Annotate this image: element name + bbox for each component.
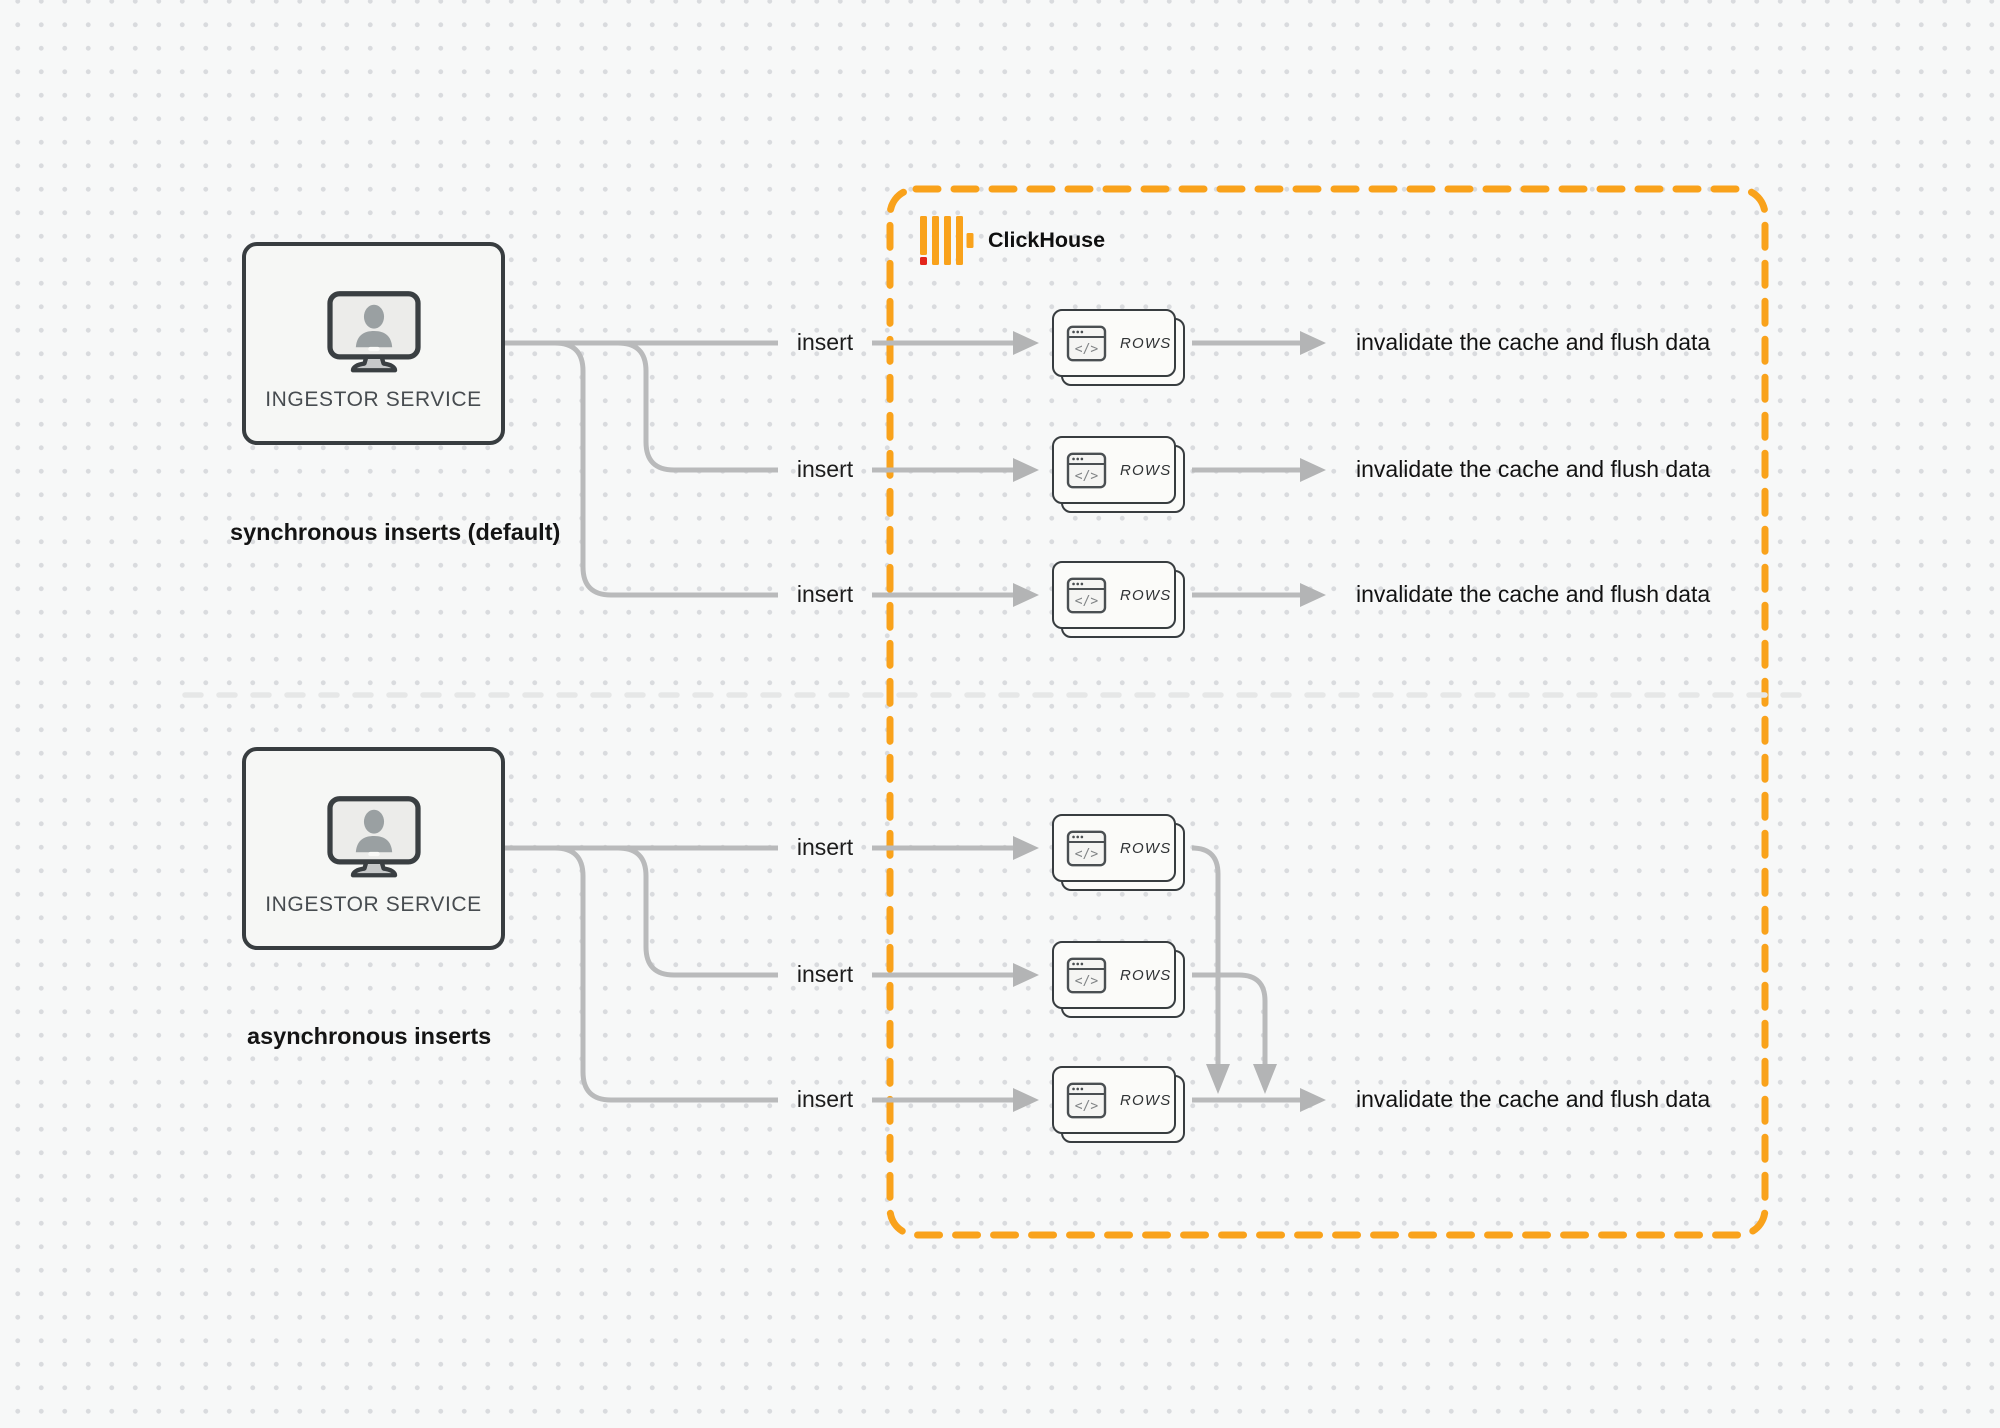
sync-caption: synchronous inserts (default): [230, 519, 561, 545]
arrowhead: [1013, 836, 1039, 860]
arrowhead: [1300, 458, 1326, 482]
rows-label: ROWS: [1120, 334, 1172, 352]
rows-label: ROWS: [1120, 839, 1172, 857]
insert-label: insert: [796, 329, 854, 355]
rows-label: ROWS: [1120, 1091, 1172, 1109]
code-window-icon: </>: [1066, 577, 1107, 613]
async-merge-line-2: [1192, 972, 1268, 1064]
svg-text:</>: </>: [1075, 1099, 1099, 1114]
result-label: invalidate the cache and flush data: [1356, 456, 1711, 482]
rows-label: ROWS: [1120, 586, 1172, 604]
arrowhead: [1013, 458, 1039, 482]
rows-card-front: </> ROWS: [1052, 1066, 1176, 1134]
rows-label: ROWS: [1120, 461, 1172, 479]
rows-card: </> ROWS: [1052, 941, 1185, 1018]
arrowhead: [1300, 583, 1326, 607]
code-window-icon: </>: [1066, 830, 1107, 866]
rows-card-front: </> ROWS: [1052, 561, 1176, 629]
service-label: INGESTOR SERVICE: [265, 893, 482, 916]
rows-card: </> ROWS: [1052, 814, 1185, 891]
clickhouse-label: ClickHouse: [988, 228, 1106, 252]
arrowhead: [1013, 1088, 1039, 1112]
insert-label: insert: [796, 961, 854, 987]
monitor-user-icon: [326, 291, 421, 373]
svg-text:</>: </>: [1075, 594, 1099, 609]
insert-label: insert: [796, 456, 854, 482]
svg-text:</>: </>: [1075, 469, 1099, 484]
rows-card: </> ROWS: [1052, 309, 1185, 386]
rows-card: </> ROWS: [1052, 561, 1185, 638]
monitor-user-icon: [326, 796, 421, 878]
async-branch-row3: [554, 845, 778, 1103]
gray-connectors: [505, 340, 1300, 1103]
result-label: invalidate the cache and flush data: [1356, 329, 1711, 355]
ingestor-service-box-sync: INGESTOR SERVICE: [242, 242, 505, 445]
arrowhead: [1300, 1088, 1326, 1112]
arrowheads: [1013, 331, 1326, 1112]
code-window-icon: </>: [1066, 452, 1107, 488]
arrowhead-down: [1253, 1064, 1277, 1094]
clickhouse-logo-icon: [920, 216, 974, 265]
code-window-icon: </>: [1066, 325, 1107, 361]
async-caption: asynchronous inserts: [247, 1023, 492, 1049]
arrowhead: [1013, 963, 1039, 987]
ingestor-service-box-async: INGESTOR SERVICE: [242, 747, 505, 950]
sync-branch-row3: [554, 340, 778, 598]
arrowhead-down: [1206, 1064, 1230, 1094]
rows-card-front: </> ROWS: [1052, 309, 1176, 377]
arrowhead: [1300, 331, 1326, 355]
svg-text:</>: </>: [1075, 342, 1099, 357]
rows-label: ROWS: [1120, 966, 1172, 984]
rows-card: </> ROWS: [1052, 436, 1185, 513]
async-branch-row2: [617, 845, 778, 978]
result-label: invalidate the cache and flush data: [1356, 581, 1711, 607]
result-label: invalidate the cache and flush data: [1356, 1086, 1711, 1112]
rows-card-front: </> ROWS: [1052, 814, 1176, 882]
rows-card-front: </> ROWS: [1052, 941, 1176, 1009]
svg-text:</>: </>: [1075, 847, 1099, 862]
arrowhead: [1013, 331, 1039, 355]
insert-label: insert: [796, 581, 854, 607]
code-window-icon: </>: [1066, 1082, 1107, 1118]
code-window-icon: </>: [1066, 957, 1107, 993]
service-label: INGESTOR SERVICE: [265, 388, 482, 411]
insert-label: insert: [796, 1086, 854, 1112]
svg-text:</>: </>: [1075, 974, 1099, 989]
rows-card-front: </> ROWS: [1052, 436, 1176, 504]
rows-card: </> ROWS: [1052, 1066, 1185, 1143]
arrowhead: [1013, 583, 1039, 607]
sync-branch-row2: [617, 340, 778, 473]
async-merge-line-1: [1191, 845, 1221, 1064]
insert-label: insert: [796, 834, 854, 860]
